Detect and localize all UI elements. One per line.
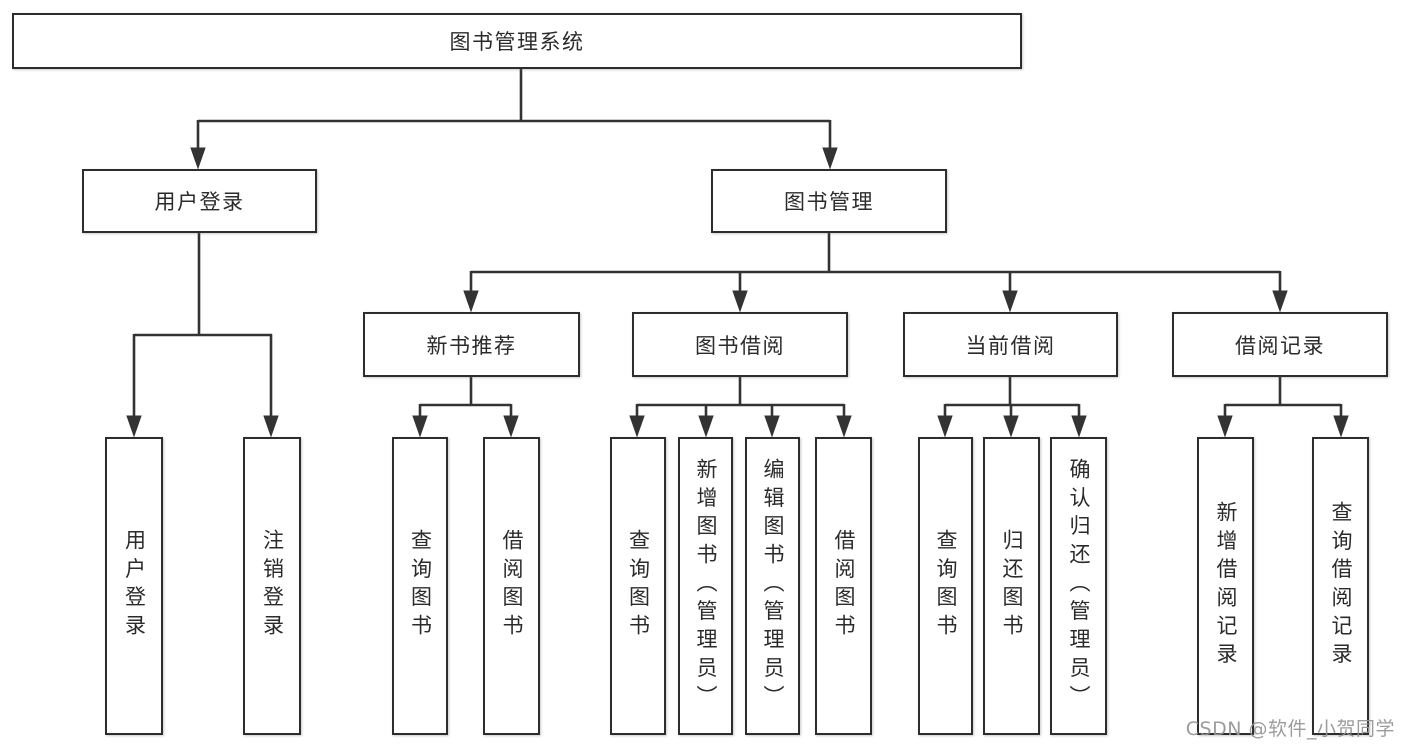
leaf-label: 归还图书 [1000,529,1024,643]
leaf-label: 新增借阅记录 [1214,500,1238,672]
leaf-edit-book-admin: 编辑图书（管理员） [745,437,800,735]
leaf-logout: 注销登录 [243,437,301,735]
leaf-query-books-current: 查询图书 [918,437,973,735]
connector-new-book-recommendation [412,377,519,438]
node-current-borrowing: 当前借阅 [903,312,1118,377]
node-label: 借阅记录 [1235,333,1325,358]
leaf-label: 查询图书 [408,529,433,643]
leaf-label: 编辑图书（管理员） [761,458,785,714]
node-book-management: 图书管理 [711,169,947,233]
node-label: 新书推荐 [426,333,517,358]
node-label: 当前借阅 [965,333,1056,358]
leaf-label: 用户登录 [122,529,147,643]
leaf-borrow-books-recommendation: 借阅图书 [483,437,540,735]
leaf-label: 注销登录 [260,529,285,643]
leaf-return-books: 归还图书 [983,437,1040,735]
leaf-add-borrow-record: 新增借阅记录 [1197,437,1254,735]
leaf-query-books-borrowing: 查询图书 [610,437,666,735]
leaf-label: 新增图书（管理员） [694,458,718,714]
leaf-add-book-admin: 新增图书（管理员） [678,437,733,735]
leaf-query-borrow-record: 查询借阅记录 [1312,437,1369,735]
node-new-book-recommendation: 新书推荐 [363,312,580,377]
connector-book-borrowing [629,377,852,438]
node-label: 图书管理 [784,190,874,214]
node-user-login-branch: 用户登录 [82,169,317,233]
leaf-confirm-return-admin: 确认归还（管理员） [1050,437,1107,735]
connector-book-management-branch [463,233,1288,313]
node-label: 图书借阅 [695,333,785,358]
node-label: 用户登录 [154,190,245,214]
connector-user-login-branch [126,233,279,438]
node-library-management-system: 图书管理系统 [12,13,1022,69]
leaf-label: 借阅图书 [500,529,524,643]
connector-root-to-level1 [190,67,838,170]
node-label: 图书管理系统 [449,30,585,54]
leaf-borrow-books-borrowing: 借阅图书 [815,437,872,735]
leaf-label: 查询图书 [934,529,958,643]
connector-borrowing-records [1217,377,1349,438]
leaf-label: 查询借阅记录 [1329,500,1353,672]
watermark: CSDN @软件_小贺同学 [1185,718,1395,740]
leaf-user-login: 用户登录 [105,437,163,735]
connector-current-borrowing [937,377,1087,438]
node-book-borrowing: 图书借阅 [632,312,848,377]
node-borrowing-records: 借阅记录 [1172,312,1388,377]
leaf-label: 确认归还（管理员） [1067,458,1091,714]
leaf-label: 借阅图书 [832,529,856,643]
leaf-label: 查询图书 [626,529,651,643]
leaf-query-books-recommendation: 查询图书 [392,437,448,735]
